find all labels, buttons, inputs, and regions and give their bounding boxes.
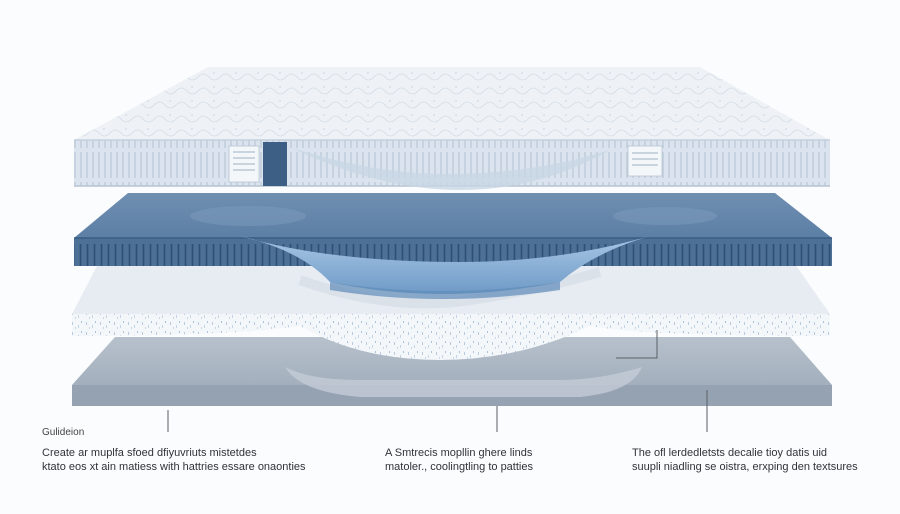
mattress-cover-layer — [74, 67, 830, 190]
caption-middle-line1: A Smtrecis mopllin ghere linds — [385, 447, 533, 459]
caption-left-heading: Gulideion — [42, 427, 85, 438]
caption-left-line2: ktato eos xt ain matiess with hattries e… — [42, 461, 306, 473]
leader-line-comfort — [616, 330, 658, 359]
handle-strap — [263, 142, 287, 186]
caption-left-line1: Create ar muplfa sfoed dfiyuvriuts miste… — [42, 447, 257, 459]
label-tag-right — [627, 145, 663, 177]
leader-lines — [167, 330, 708, 432]
caption-middle-line2: matoler., coolingtling to patties — [385, 461, 533, 473]
caption-right-line2: suupli niadling se oistra, erxping den t… — [632, 461, 858, 473]
memory-foam-layer — [74, 193, 832, 299]
caption-right-line1: The ofl lerdedletsts decalie tioy datis … — [632, 447, 828, 459]
support-base-layer — [72, 337, 832, 406]
